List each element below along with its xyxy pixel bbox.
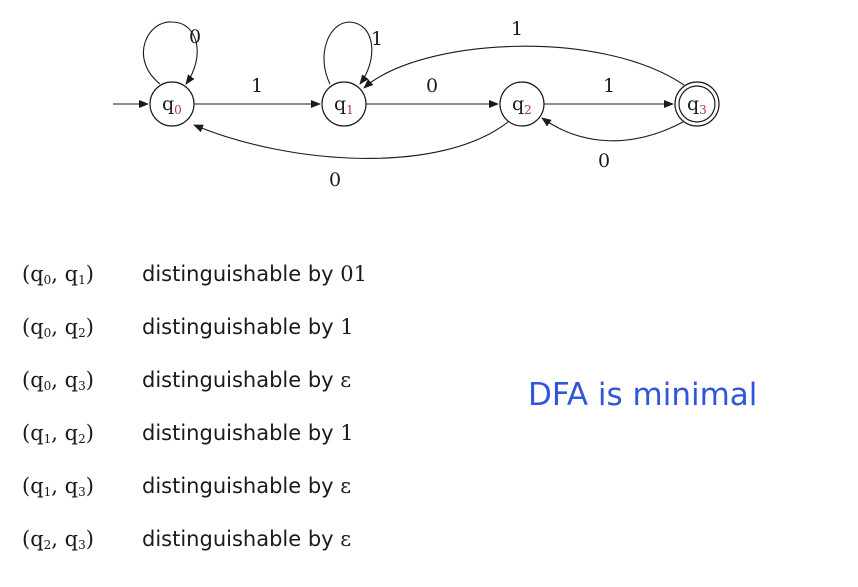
- witness-string: ε: [340, 368, 352, 392]
- transition-q3-q1: [363, 45, 685, 89]
- state-label: q3: [687, 93, 707, 117]
- transition-label-q3-q1: 1: [511, 18, 523, 40]
- pair-row-q0-q1: (q0, q1) distinguishable by 01: [22, 262, 442, 302]
- state-label: q2: [512, 93, 532, 117]
- pair-reason: distinguishable by ε: [142, 527, 352, 551]
- pair-reason: distinguishable by 1: [142, 421, 354, 445]
- witness-string: ε: [340, 474, 352, 498]
- pair-row-q0-q3: (q0, q3) distinguishable by ε: [22, 368, 442, 408]
- accepting-ring: [678, 85, 716, 123]
- state-q2: q2: [499, 81, 545, 127]
- transition-label-q1-q1: 1: [371, 28, 383, 50]
- pair-row-q2-q3: (q2, q3) distinguishable by ε: [22, 527, 442, 567]
- witness-string: ε: [340, 527, 352, 551]
- pair-reason: distinguishable by 01: [142, 262, 368, 286]
- transition-label-q0-q0: 0: [189, 26, 201, 48]
- transition-label-q3-q2: 0: [598, 150, 610, 172]
- state-pair: (q1, q2): [22, 421, 94, 446]
- witness-string: 1: [340, 421, 354, 445]
- state-label: q1: [334, 93, 354, 117]
- transition-label-q2-q0: 0: [329, 169, 341, 191]
- state-pair: (q1, q3): [22, 474, 94, 499]
- pair-row-q1-q3: (q1, q3) distinguishable by ε: [22, 474, 442, 514]
- state-pair: (q2, q3): [22, 527, 94, 552]
- conclusion-text: DFA is minimal: [528, 377, 758, 413]
- state-pair: (q0, q1): [22, 262, 94, 287]
- state-label: q0: [162, 93, 182, 117]
- transition-q1-q1: [323, 21, 373, 85]
- witness-string: 1: [340, 315, 354, 339]
- state-pair: (q0, q3): [22, 368, 94, 393]
- pair-row-q0-q2: (q0, q2) distinguishable by 1: [22, 315, 442, 355]
- state-pair: (q0, q2): [22, 315, 94, 340]
- pair-row-q1-q2: (q1, q2) distinguishable by 1: [22, 421, 442, 461]
- transition-label-q2-q3: 1: [603, 75, 615, 97]
- witness-string: 01: [340, 262, 368, 286]
- state-q1: q1: [321, 81, 367, 127]
- state-q3: q3: [674, 81, 720, 127]
- state-q0: q0: [149, 81, 195, 127]
- transition-label-q1-q2: 0: [426, 75, 438, 97]
- transition-label-q0-q1: 1: [251, 75, 263, 97]
- transition-q3-q2: [541, 117, 684, 142]
- transition-q0-q0: [142, 21, 198, 85]
- transition-q2-q0: [193, 121, 509, 159]
- pair-reason: distinguishable by 1: [142, 315, 354, 339]
- dfa-diagram: 0 1 1 0 1 1 0 0 q0 q1 q2 q3: [113, 18, 720, 191]
- pair-reason: distinguishable by ε: [142, 474, 352, 498]
- pair-reason: distinguishable by ε: [142, 368, 352, 392]
